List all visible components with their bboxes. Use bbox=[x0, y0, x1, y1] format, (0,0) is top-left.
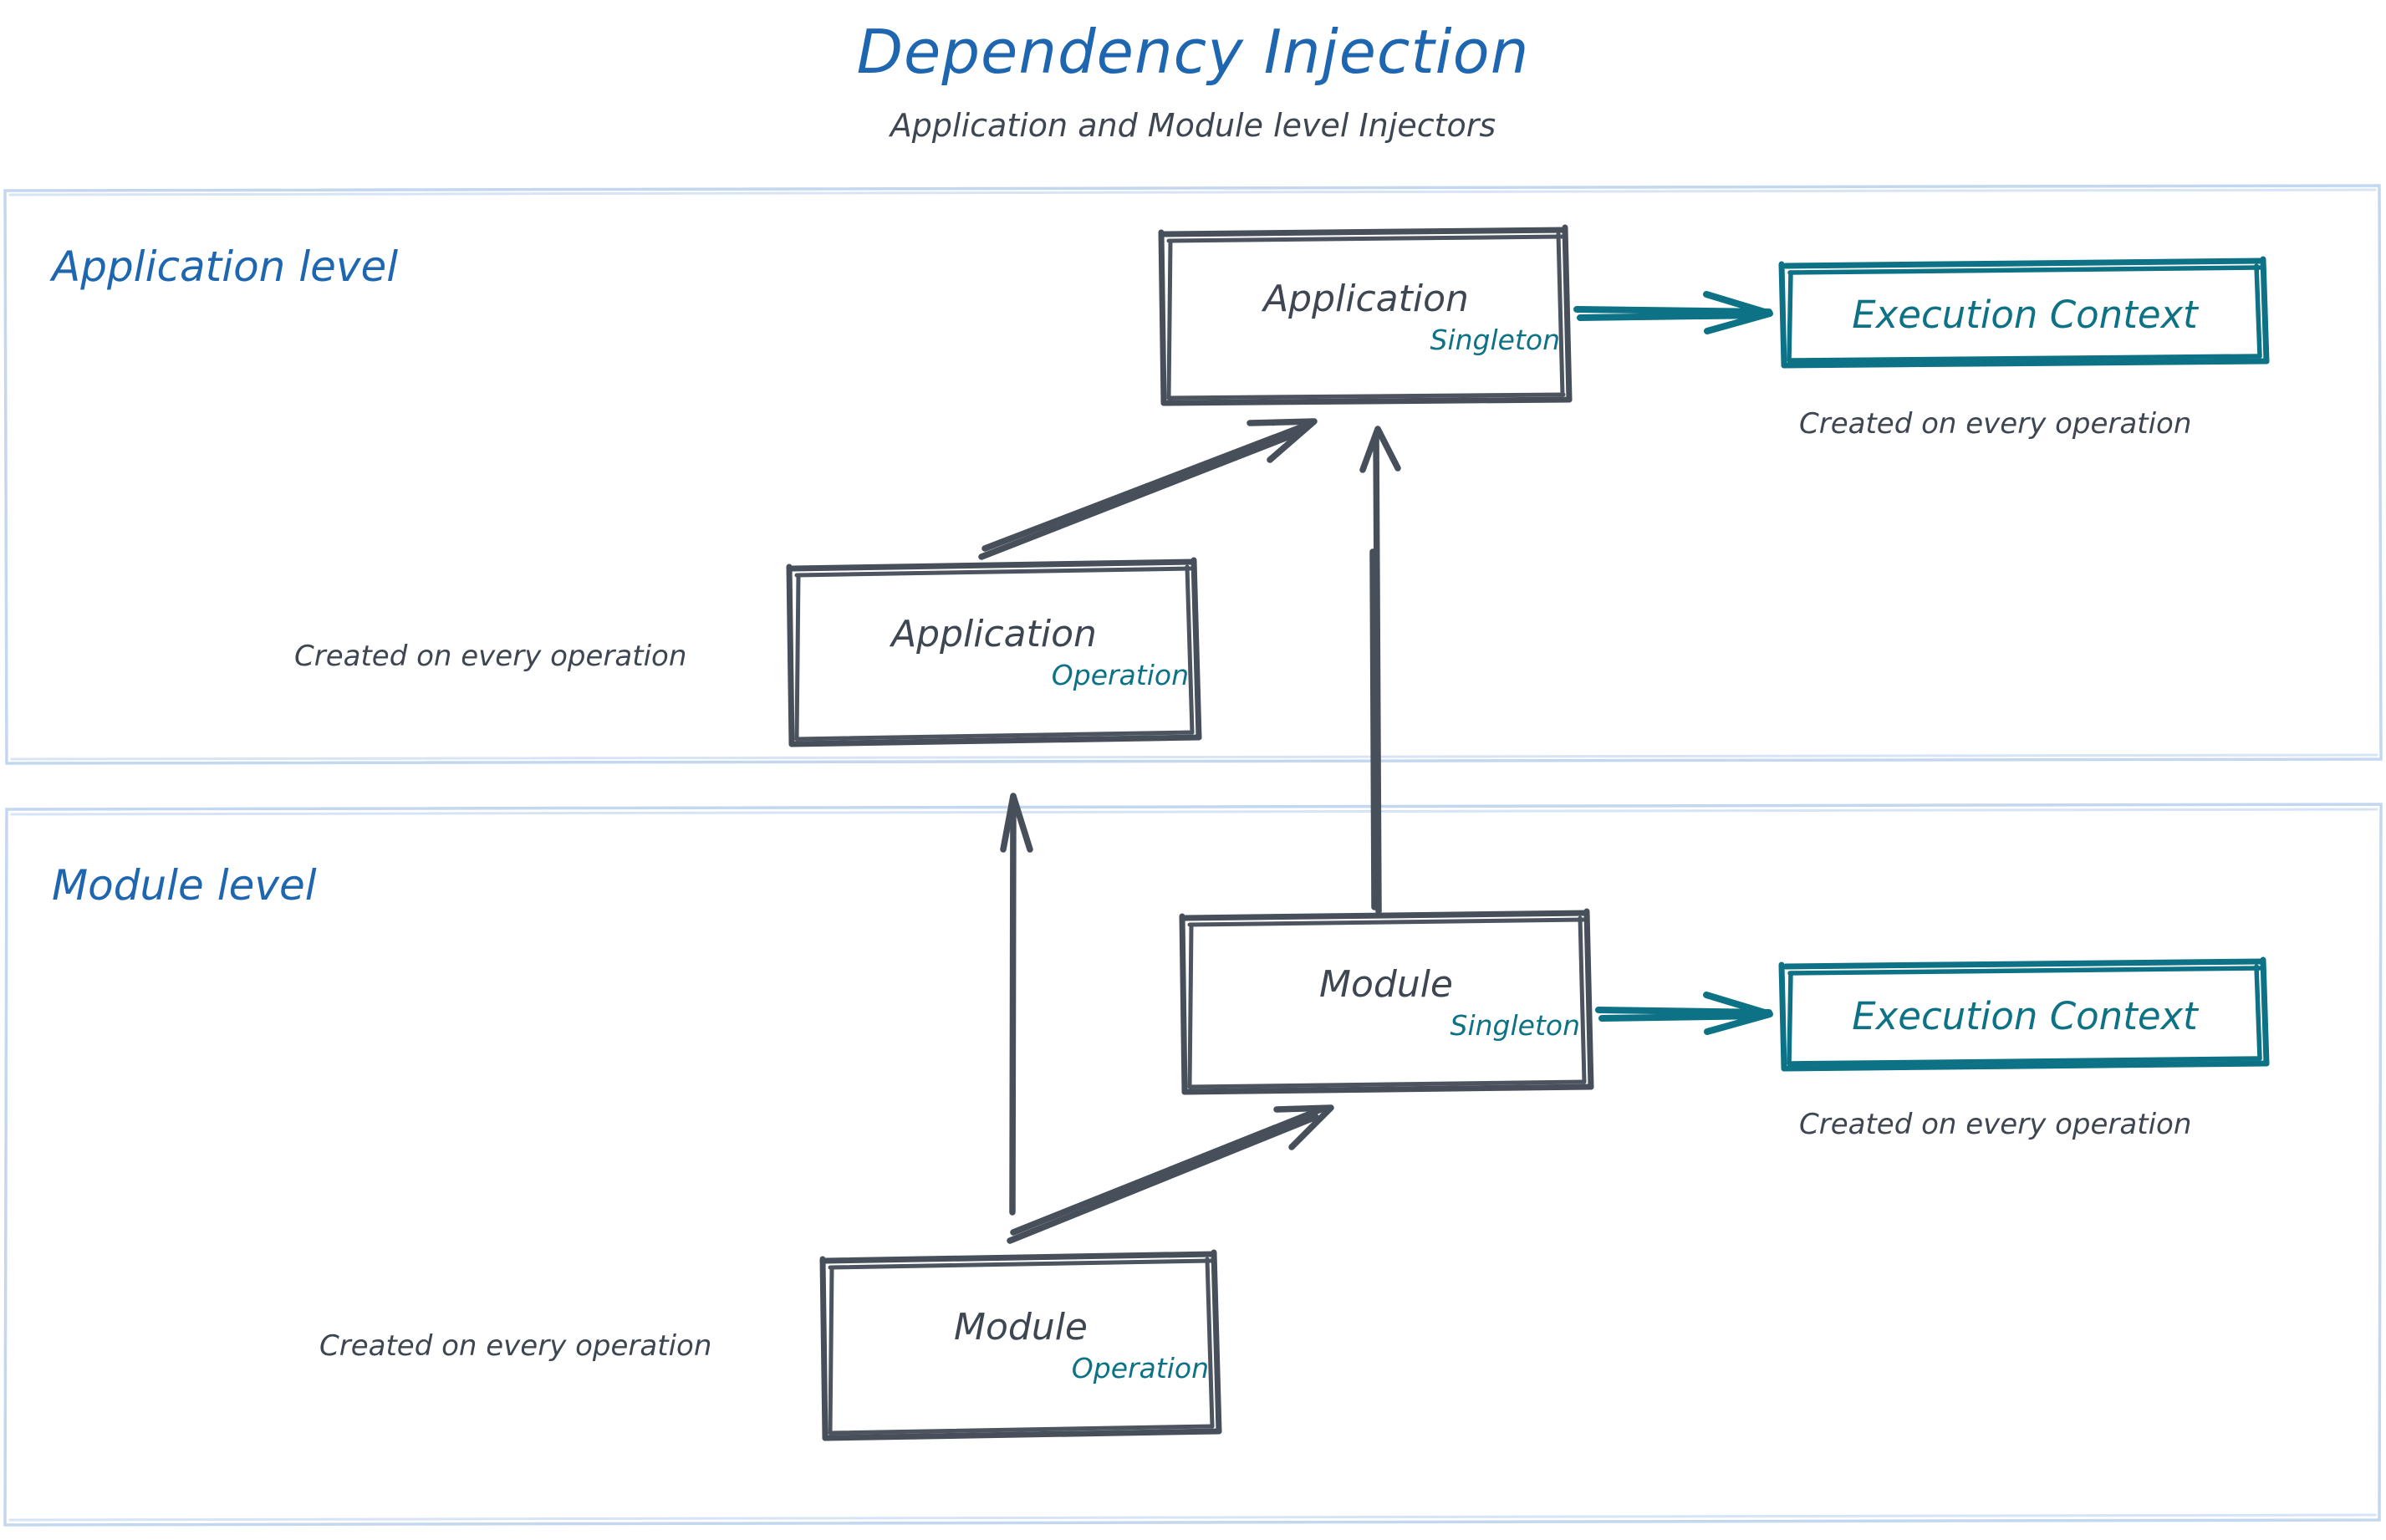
node-title: Module bbox=[1319, 963, 1453, 1006]
node-application-operation[interactable]: Application Operation bbox=[791, 565, 1197, 739]
node-execution-context-application[interactable]: Execution Context bbox=[1784, 264, 2266, 365]
box-module-operation bbox=[819, 1249, 1222, 1441]
node-title: Application bbox=[1263, 278, 1469, 320]
node-scope-badge: Operation bbox=[1071, 1352, 1209, 1384]
box-module-singleton bbox=[1179, 908, 1594, 1095]
arrow-app-singleton-to-exec-context bbox=[1573, 291, 1773, 334]
arrow-module-singleton-to-app-singleton bbox=[1359, 426, 1401, 915]
note-execution-context-application: Created on every operation bbox=[1799, 407, 2192, 441]
node-module-operation[interactable]: Module Operation bbox=[824, 1257, 1217, 1433]
page-title: Dependency Injection bbox=[856, 17, 1530, 87]
arrow-module-operation-to-app-operation bbox=[1000, 793, 1033, 1216]
box-execution-context-application bbox=[1778, 256, 2270, 369]
node-execution-context-module[interactable]: Execution Context bbox=[1784, 965, 2266, 1067]
node-scope-badge: Singleton bbox=[1430, 324, 1561, 356]
note-module-operation: Created on every operation bbox=[319, 1329, 712, 1363]
page-subtitle: Application and Module level Injectors bbox=[890, 107, 1496, 144]
node-application-singleton[interactable]: Application Singleton bbox=[1164, 232, 1568, 401]
node-title: Application bbox=[891, 613, 1097, 655]
node-title: Module bbox=[954, 1306, 1088, 1349]
box-execution-context-module bbox=[1778, 956, 2270, 1072]
note-execution-context-module: Created on every operation bbox=[1799, 1108, 2192, 1141]
node-scope-badge: Singleton bbox=[1450, 1009, 1581, 1042]
node-title: Execution Context bbox=[1852, 292, 2198, 337]
section-label-module-level: Module level bbox=[52, 861, 317, 910]
node-scope-badge: Operation bbox=[1051, 659, 1189, 691]
box-application-singleton bbox=[1158, 224, 1573, 406]
section-label-application-level: Application level bbox=[52, 242, 399, 291]
arrow-module-operation-to-module-singleton bbox=[1007, 1104, 1334, 1244]
arrow-app-operation-to-app-singleton bbox=[978, 418, 1318, 560]
note-application-operation: Created on every operation bbox=[294, 640, 687, 673]
arrow-module-singleton-to-exec-context bbox=[1595, 992, 1773, 1035]
box-application-operation bbox=[786, 557, 1202, 747]
node-title: Execution Context bbox=[1852, 993, 2198, 1038]
node-module-singleton[interactable]: Module Singleton bbox=[1184, 916, 1588, 1089]
section-border-module-level bbox=[3, 803, 2383, 1527]
